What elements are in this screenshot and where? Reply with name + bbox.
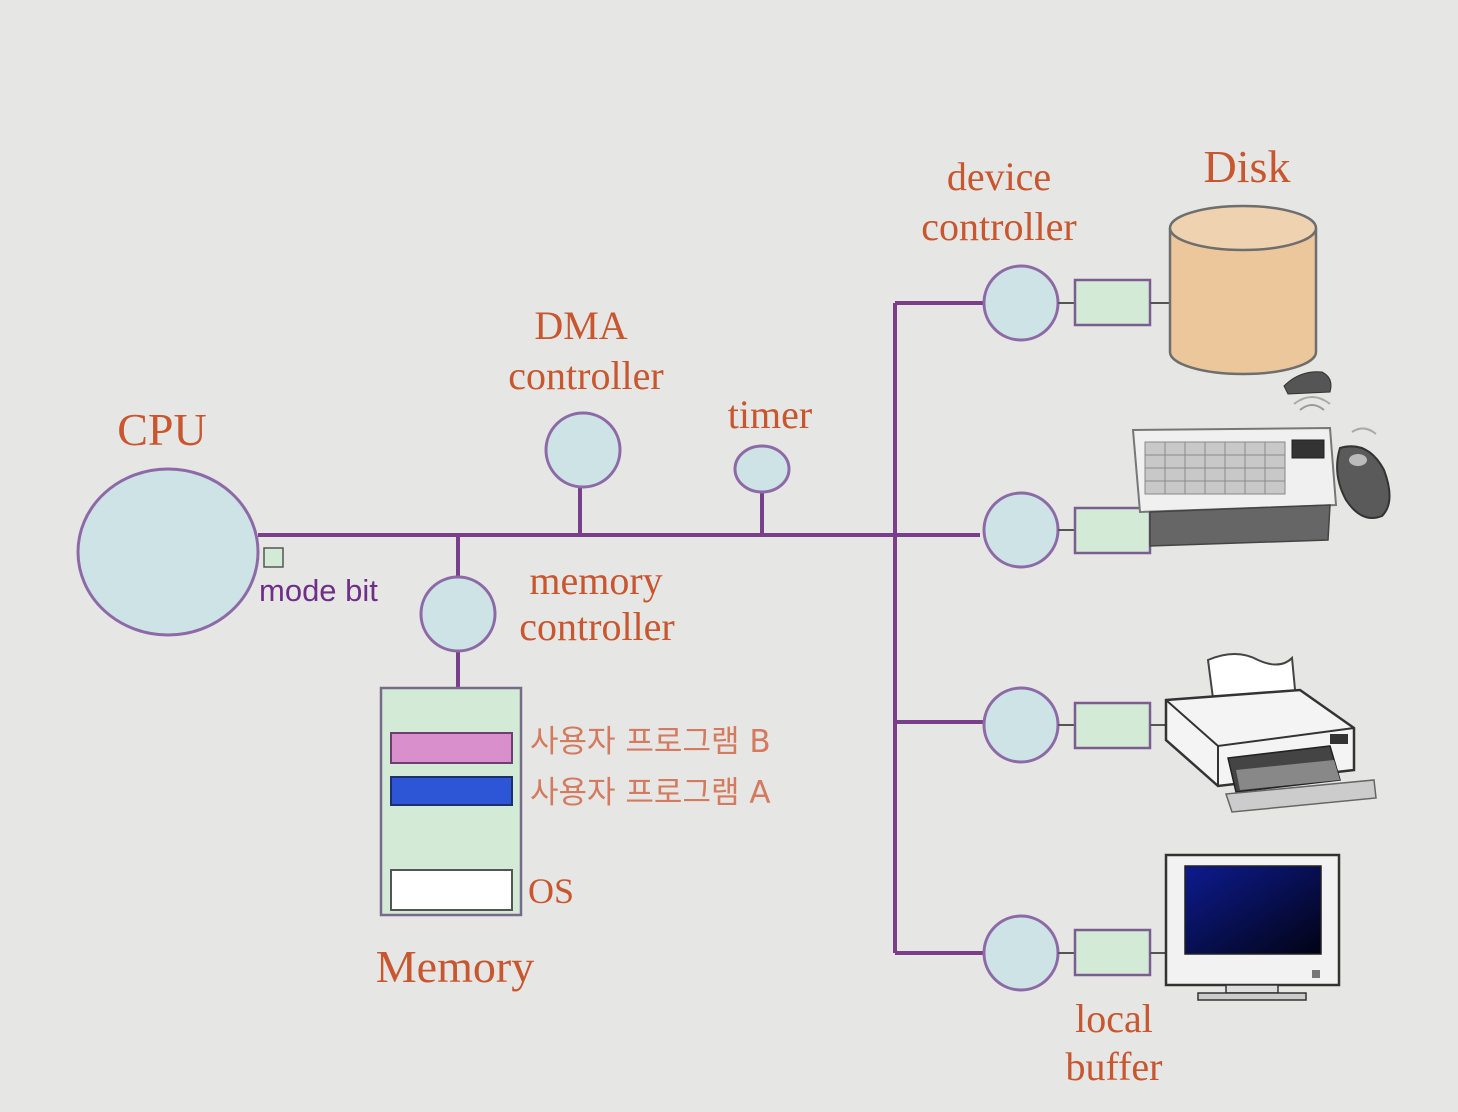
- device-controller-circle: [982, 914, 1060, 992]
- local-buffer: [1073, 701, 1152, 750]
- dma-controller-circle: [544, 411, 622, 489]
- user-program-b-label: 사용자 프로그램 B: [530, 724, 771, 760]
- memory: 사용자 프로그램 B 사용자 프로그램 A OS Memory: [376, 686, 771, 992]
- device-controller-printer: [982, 686, 1168, 764]
- dma-label-line1: DMA: [534, 303, 627, 348]
- timer: timer: [728, 392, 812, 494]
- memctl-label-line2: controller: [519, 604, 675, 649]
- local-buffer: [1073, 506, 1152, 555]
- device-controller-circle: [982, 264, 1060, 342]
- dma-label-line2: controller: [508, 353, 664, 398]
- monitor-icon: [1164, 853, 1341, 1001]
- timer-label: timer: [728, 392, 812, 437]
- local-buffer: [1073, 928, 1152, 977]
- device-controller-disk: [982, 264, 1170, 342]
- cpu: CPU mode bit: [76, 404, 378, 637]
- os-label: OS: [528, 871, 574, 911]
- cpu-circle: [76, 467, 260, 637]
- dma-controller: DMA controller: [508, 303, 664, 489]
- device-controller-label-line1: device: [947, 154, 1051, 199]
- device-controller-keyboard: [982, 491, 1152, 569]
- user-program-b-block: [390, 732, 513, 764]
- user-program-a-block: [390, 776, 513, 806]
- os-block: [390, 869, 513, 911]
- device-controller-label-line2: controller: [921, 204, 1077, 249]
- cpu-label: CPU: [117, 404, 206, 455]
- mode-bit-label: mode bit: [259, 573, 378, 608]
- memctl-label-line1: memory: [529, 558, 662, 603]
- local-buffer-label-line1: local: [1075, 996, 1153, 1041]
- printer-icon: [1164, 653, 1377, 813]
- user-program-a-label: 사용자 프로그램 A: [530, 775, 771, 811]
- device-controller-circle: [982, 686, 1060, 764]
- disk-icon: Disk: [1168, 141, 1318, 376]
- memory-label: Memory: [376, 941, 534, 992]
- system-bus: [258, 301, 985, 955]
- memory-controller-circle: [419, 575, 497, 653]
- timer-circle: [733, 444, 791, 494]
- keyboard-mouse-icon: [1131, 371, 1391, 547]
- memory-controller: memory controller: [419, 558, 675, 653]
- device-controller-circle: [982, 491, 1060, 569]
- mode-bit-box: [263, 547, 284, 568]
- device-controller-monitor: [982, 914, 1168, 992]
- local-buffer-label-line2: buffer: [1066, 1044, 1163, 1089]
- disk-label: Disk: [1204, 141, 1291, 192]
- local-buffer: [1073, 278, 1152, 327]
